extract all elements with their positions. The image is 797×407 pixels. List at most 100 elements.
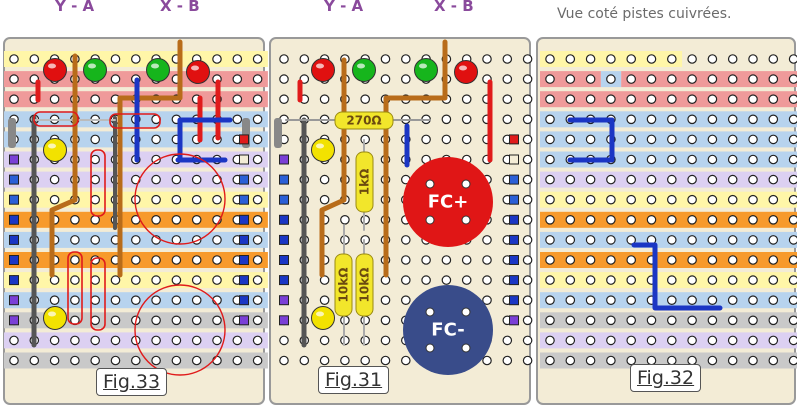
fig31-hole xyxy=(400,355,411,366)
brown-wire xyxy=(49,53,78,278)
fig33-hole xyxy=(131,295,141,305)
fig32-hole xyxy=(748,174,758,185)
fig32-hole xyxy=(565,315,576,326)
fig33-hole xyxy=(232,335,243,346)
fig32-hole xyxy=(788,315,797,326)
fig32-hole xyxy=(646,94,657,104)
fig31-hole xyxy=(360,315,370,326)
fig32-hole xyxy=(768,295,779,305)
fig32-hole xyxy=(626,335,636,346)
fig31-hole xyxy=(502,74,513,84)
capacitor-fc-minus-hole xyxy=(461,307,471,317)
led-red-glint xyxy=(459,65,467,71)
fig32-hole xyxy=(666,174,677,185)
pin-square xyxy=(279,214,289,225)
fig32-hole xyxy=(748,335,758,346)
pin-square xyxy=(279,275,289,286)
led-yellow-glint xyxy=(316,143,324,149)
fig32-hole xyxy=(687,74,697,84)
fig31-hole xyxy=(522,114,533,125)
fig32-hole xyxy=(768,315,779,326)
fig32-hole xyxy=(666,194,677,205)
led-red xyxy=(186,60,210,84)
brown-wire xyxy=(319,57,347,278)
fig31-hole xyxy=(421,275,431,285)
fig31-hole xyxy=(360,355,370,366)
fig33-hole xyxy=(110,355,121,366)
fig33-hole xyxy=(49,194,60,205)
pin-square xyxy=(279,295,289,306)
fig33-hole xyxy=(171,355,182,366)
fig33-hole xyxy=(252,335,263,346)
fig32-hole xyxy=(666,134,677,145)
fig32-hole xyxy=(545,114,555,125)
fig33-hole xyxy=(252,174,263,185)
fig33-hole xyxy=(151,275,161,285)
brown-wire xyxy=(383,39,448,278)
capacitor-outline xyxy=(134,284,226,376)
fig32-hole xyxy=(788,335,797,346)
fig32-hole xyxy=(788,74,797,84)
fig31-hole xyxy=(279,355,289,366)
fig31-hole xyxy=(340,355,350,366)
pin-square xyxy=(239,214,249,225)
fig31-hole xyxy=(522,215,533,225)
fig32-hole xyxy=(666,315,677,326)
fig32-hole xyxy=(626,295,636,305)
fig33-hole xyxy=(171,315,182,326)
fig31-hole xyxy=(502,94,513,104)
fig32-hole xyxy=(768,154,779,165)
fig32-hole xyxy=(727,295,738,305)
fig32-hole xyxy=(545,315,555,326)
fig31-hole xyxy=(400,54,411,64)
fig33-hole xyxy=(70,255,80,265)
fig32-hole xyxy=(687,235,697,245)
fig32-hole xyxy=(687,114,697,125)
fig32-hole xyxy=(748,275,758,285)
fig32-hole xyxy=(707,54,718,64)
fig32-hole xyxy=(788,275,797,285)
led-green-glint xyxy=(357,63,365,69)
fig32-hole xyxy=(565,194,576,205)
resistor-1k xyxy=(355,151,374,213)
fig32-hole xyxy=(606,235,616,245)
pin-square xyxy=(9,214,19,225)
fig33-hole xyxy=(171,275,182,285)
pin-square xyxy=(509,154,519,165)
fig31-hole xyxy=(522,54,533,64)
pin-square xyxy=(509,194,519,205)
led-yellow xyxy=(311,306,335,330)
fig32-hole xyxy=(687,275,697,285)
fig32-hole xyxy=(646,315,657,326)
fig32-hole xyxy=(585,295,596,305)
fig32-hole xyxy=(788,114,797,125)
fig33-hole xyxy=(131,255,141,265)
led-red xyxy=(43,58,67,82)
pin-square xyxy=(239,154,249,165)
pin-square xyxy=(239,194,249,205)
fig32-hole xyxy=(707,114,718,125)
fig32-hole xyxy=(788,295,797,305)
fig31-hole xyxy=(279,74,289,84)
fig32-hole xyxy=(606,54,616,64)
fig33-hole xyxy=(191,255,202,265)
fig33-hole xyxy=(171,194,182,205)
fig33-hole xyxy=(252,295,263,305)
fig33-hole xyxy=(131,355,141,366)
fig31-hole xyxy=(522,255,533,265)
fig31-hole xyxy=(279,54,289,64)
fig32-hole xyxy=(707,174,718,185)
fig32-hole xyxy=(687,134,697,145)
fig33-hole xyxy=(90,275,100,285)
led-yellow xyxy=(43,306,67,330)
fig31-hole xyxy=(400,295,411,305)
fig31-hole xyxy=(279,94,289,104)
fig33-hole xyxy=(252,255,263,265)
fig33-hole xyxy=(151,134,161,145)
fig33-hole xyxy=(191,275,202,285)
fig32-hole xyxy=(788,215,797,225)
fig32-hole xyxy=(585,315,596,326)
fig32-hole xyxy=(768,275,779,285)
fig31-hole xyxy=(482,355,492,366)
fig32-hole xyxy=(626,215,636,225)
